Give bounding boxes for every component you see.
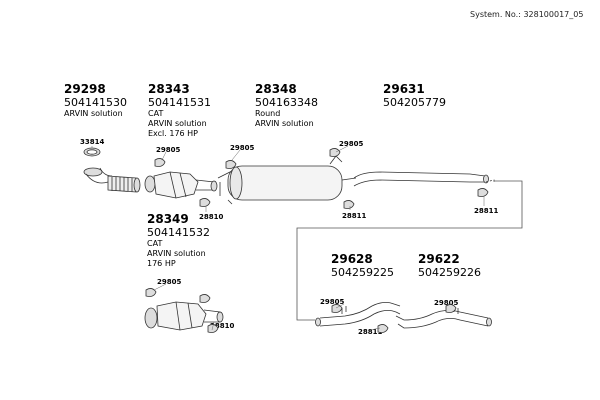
callout-label: 28811 [474,207,499,215]
part-label-28348: 28348 504163348 Round ARVIN solution [255,82,318,129]
part-number: 28343 [148,82,190,96]
part-code: 504163348 [255,96,318,109]
part-label-28349: 28349 504141532 CAT ARVIN solution 176 H… [147,212,210,269]
callout-label: 29805 [434,299,459,307]
part-label-29622: 29622 504259226 [418,252,481,279]
part-number: 28348 [255,82,297,96]
callout-label: 29805 [339,140,364,148]
part-desc-line: ARVIN solution [64,109,123,118]
part-desc-line: 176 HP [147,259,176,268]
part-desc-line: ARVIN solution [147,249,206,258]
callout-label: 29805 [156,146,181,154]
part-label-29628: 29628 504259225 [331,252,394,279]
clamp-icon [329,148,355,209]
part-code: 504141530 [64,96,127,109]
rear-pipe-29628 [315,302,401,333]
part-label-28343: 28343 504141531 CAT ARVIN solution Excl.… [148,82,211,139]
part-label-29631: 29631 504205779 [383,82,446,109]
catalyst-28349 [144,288,224,333]
part-number: 28349 [147,212,189,226]
leader-lines [91,145,485,331]
callout-label: 29805 [230,144,255,152]
gasket-ring-icon [83,147,101,157]
part-code: 504259225 [331,266,394,279]
callout-label: 28810 [199,213,224,221]
part-number: 29628 [331,252,373,266]
part-number: 29622 [418,252,460,266]
part-label-29298: 29298 504141530 ARVIN solution [64,82,127,119]
part-code: 504141532 [147,226,210,239]
part-number: 29631 [383,82,425,96]
rear-pipe-29622 [395,304,492,329]
callout-label: 28811 [342,212,367,220]
callout-label: 28811 [358,328,383,336]
catalyst-28343 [144,171,218,199]
part-code: 504259226 [418,266,481,279]
system-number: System. No.: 328100017_05 [470,10,584,19]
silencer-28348 [217,155,357,205]
part-desc-line: CAT [147,239,163,248]
callout-label: 33814 [80,138,105,146]
part-desc-line: Round [255,109,281,118]
clamp-icon [154,158,237,207]
part-desc-line: Excl. 176 HP [148,129,199,138]
alternative-connector [296,180,523,321]
part-desc-line: ARVIN solution [255,119,314,128]
front-pipe-29298 [83,167,141,193]
callout-label: 29805 [320,298,345,306]
part-desc-line: CAT [148,109,164,118]
part-code: 504205779 [383,96,446,109]
part-desc-line: ARVIN solution [148,119,207,128]
callout-label: 28810 [210,322,235,330]
part-code: 504141531 [148,96,211,109]
rear-pipe-29631 [353,171,495,197]
callout-label: 29805 [157,278,182,286]
part-number: 29298 [64,82,106,96]
